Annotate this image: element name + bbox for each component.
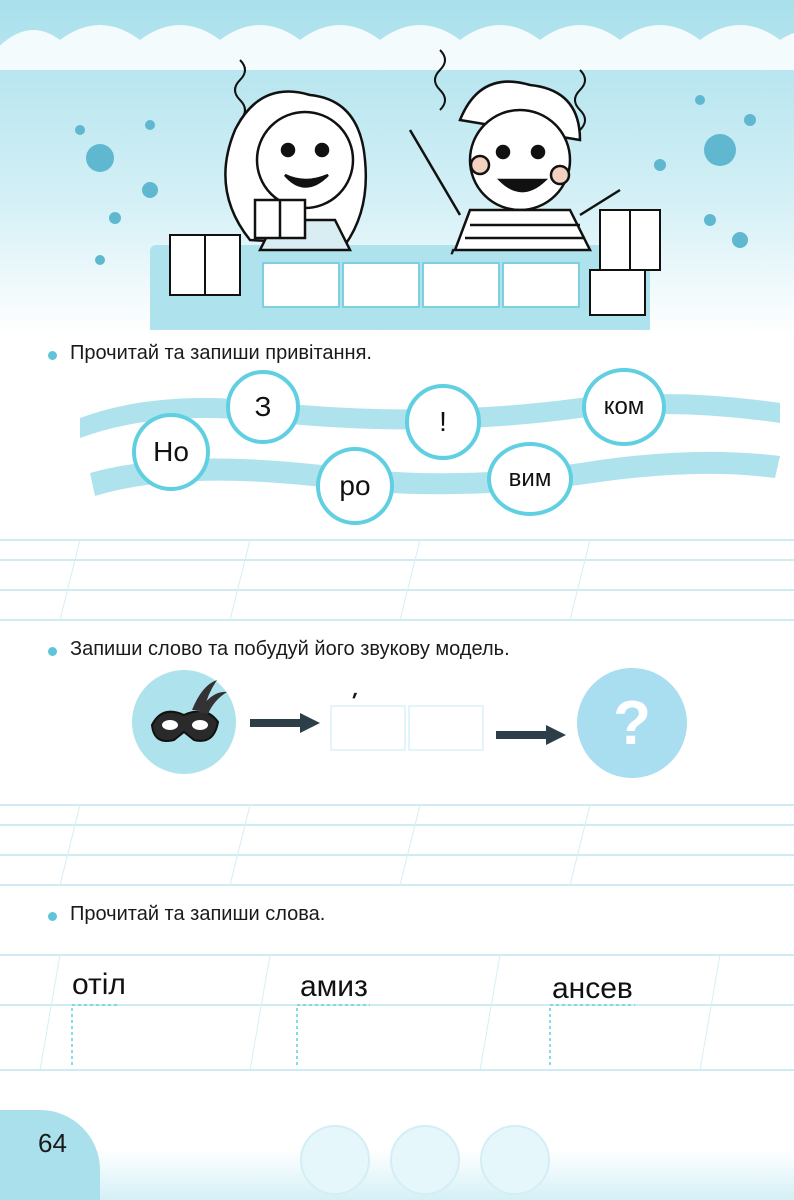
arrow-right-icon — [496, 725, 566, 745]
page-number: 64 — [38, 1128, 67, 1158]
word-box[interactable] — [262, 262, 340, 308]
model-box[interactable] — [330, 705, 406, 751]
word-box[interactable] — [502, 262, 580, 308]
model-box[interactable] — [408, 705, 484, 751]
smiley-icon[interactable] — [300, 1125, 370, 1195]
arrow-right-icon — [250, 713, 320, 733]
writing-lines — [0, 539, 794, 621]
smiley-icon[interactable] — [390, 1125, 460, 1195]
word-box[interactable] — [342, 262, 420, 308]
cloud-scallop — [0, 25, 794, 70]
task2-instruction: Запиши слово та побудуй його звукову мод… — [70, 638, 510, 660]
mask-icon — [150, 680, 227, 742]
word-box[interactable] — [422, 262, 500, 308]
writing-lines — [0, 954, 794, 1071]
task-bullet — [48, 351, 57, 360]
children-celebration-illustration — [75, 49, 756, 316]
task-bullet — [48, 647, 57, 656]
syllable-bubble: ро — [316, 447, 394, 525]
syllable-bubble: З — [226, 370, 300, 444]
writing-lines — [0, 804, 794, 886]
syllable-bubble: Но — [132, 413, 210, 491]
scrambled-word: отіл — [72, 968, 126, 1001]
mask-picture-circle — [132, 670, 236, 774]
task1-instruction: Прочитай та запиши привітання. — [70, 342, 372, 364]
task3-instruction: Прочитай та запиши слова. — [70, 903, 326, 925]
sound-model-boxes — [330, 705, 484, 751]
word-boxes — [262, 262, 582, 308]
syllable-bubble: ком — [582, 368, 666, 446]
self-assessment-faces — [300, 1125, 550, 1195]
scrambled-word: ансев — [552, 972, 633, 1005]
task-bullet — [48, 912, 57, 921]
smiley-icon[interactable] — [480, 1125, 550, 1195]
syllable-bubble: вим — [487, 442, 573, 516]
question-icon: ? — [577, 668, 687, 778]
syllable-bubble: ! — [405, 384, 481, 460]
scrambled-word: амиз — [300, 970, 368, 1003]
